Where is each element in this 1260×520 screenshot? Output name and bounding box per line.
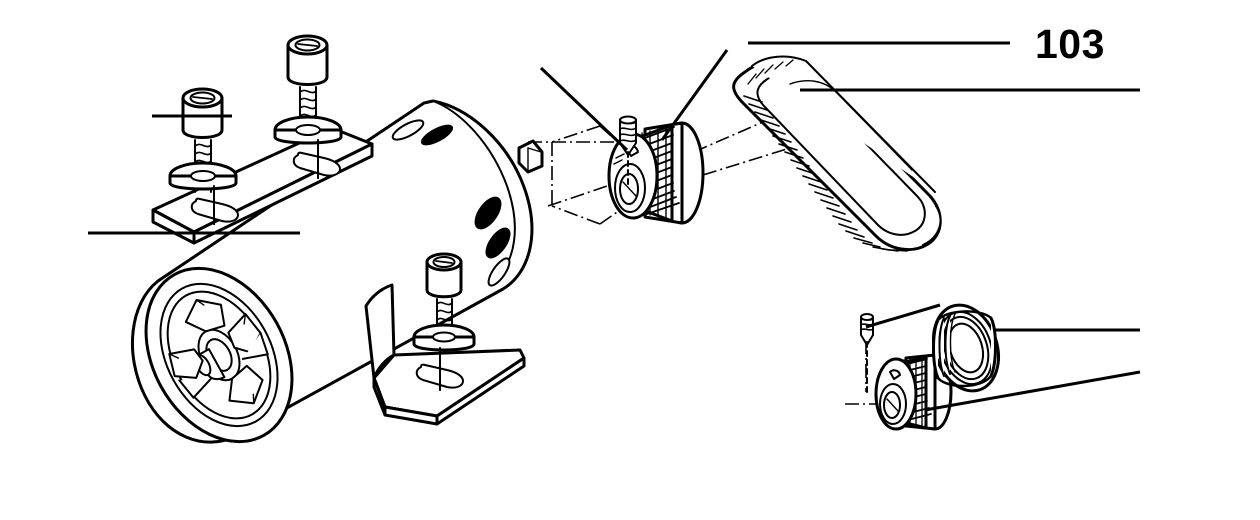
set-screw-driven-pulley bbox=[860, 313, 874, 395]
motor-end-face-impeller bbox=[159, 282, 279, 428]
callout-number-103: 103 bbox=[1035, 21, 1105, 67]
cap-screw-upper-middle bbox=[273, 34, 343, 179]
ball-bearing bbox=[932, 303, 1000, 393]
leader-setscrew-lower bbox=[865, 303, 941, 329]
motor-vent-slots bbox=[391, 119, 511, 287]
leader-pulley-driven bbox=[924, 370, 1141, 412]
cap-screw-upper-left bbox=[168, 87, 238, 225]
cap-screw-lower bbox=[412, 252, 476, 391]
leader-pulley-drive bbox=[660, 49, 729, 141]
timing-pulley-drive bbox=[607, 121, 705, 225]
leader-lines bbox=[88, 41, 1141, 412]
belt-teeth-left bbox=[743, 95, 908, 252]
leader-setscrew-pulley bbox=[539, 66, 629, 152]
timing-belt bbox=[732, 55, 942, 252]
belt-teeth-top bbox=[747, 59, 794, 85]
set-screw-drive-pulley bbox=[619, 115, 637, 187]
